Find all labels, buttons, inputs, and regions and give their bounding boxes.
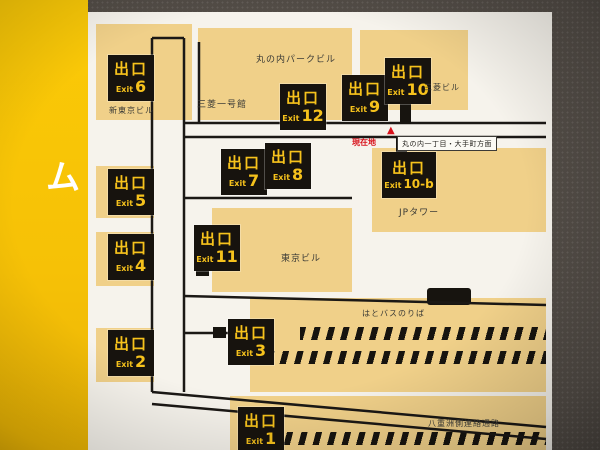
exit-en-label: Exit	[387, 87, 405, 97]
exit-jp-label: 出口	[233, 324, 268, 343]
building-hato-bus-area	[250, 298, 546, 392]
label-hato-bus-stop: はとバスのりば	[362, 309, 425, 318]
exit-en-label: Exit	[349, 104, 368, 114]
exit-jp-label: 出口	[347, 80, 382, 99]
exit-jp-label: 出口	[226, 154, 261, 173]
exit-en-label: Exit	[272, 172, 291, 182]
stairs-exit11	[196, 267, 209, 276]
exit-en-label: Exit	[115, 263, 134, 273]
exit-en-label: Exit	[115, 359, 134, 369]
hatch-row-2	[254, 351, 546, 364]
direction-sign: 丸の内一丁目・大手町方面	[397, 136, 497, 151]
exit-number: 1	[265, 428, 277, 448]
bus-icon	[427, 288, 471, 305]
exit-en-label: Exit	[196, 254, 214, 264]
building-marunouchi-park	[198, 28, 352, 120]
sign-yellow-frame	[0, 0, 88, 450]
exit-jp-label: 出口	[199, 230, 234, 249]
label-mitsubishi-building: 三菱ビル	[424, 83, 460, 92]
stairs-exit3	[213, 327, 226, 338]
exit-en-label: Exit	[282, 113, 300, 123]
hatch-row-3	[258, 432, 546, 445]
label-yaesu-passage: 八重洲側連絡通路	[428, 419, 500, 428]
exit-jp-label: 出口	[390, 63, 425, 82]
current-location-marker-icon: ▲	[387, 125, 395, 136]
exit-en-label: Exit	[245, 436, 264, 446]
exit-number: 3	[255, 340, 267, 360]
exit-number: 10	[406, 79, 429, 99]
exit-en-label: Exit	[115, 198, 134, 208]
exit-number: 7	[248, 170, 260, 190]
exit-number: 8	[292, 164, 304, 184]
exit-number: 2	[135, 351, 147, 371]
exit-jp-label: 出口	[391, 159, 426, 178]
exit-number: 10-b	[403, 176, 434, 191]
exit-number: 4	[135, 255, 147, 275]
exit-jp-label: 出口	[243, 412, 278, 431]
exit-number: 12	[301, 105, 324, 125]
label-tokyo-building: 東京ビル	[281, 254, 322, 264]
stairs-exit10	[400, 101, 411, 124]
exit-jp-label: 出口	[113, 335, 148, 354]
exit-en-label: Exit	[228, 178, 247, 188]
exit-number: 5	[135, 190, 147, 210]
exit-jp-label: 出口	[285, 89, 320, 108]
current-location-label: 現在地	[352, 138, 376, 147]
exit-jp-label: 出口	[270, 148, 305, 167]
exit-number: 11	[215, 246, 238, 266]
exit-en-label: Exit	[235, 348, 254, 358]
label-jp-tower: JPタワー	[399, 208, 440, 218]
label-mitsubishi-ichigokan: 三菱一号館	[197, 100, 248, 110]
exit-jp-label: 出口	[113, 239, 148, 258]
exit-en-label: Exit	[384, 180, 402, 190]
exit-jp-label: 出口	[113, 174, 148, 193]
label-shin-tokyo-building: 新東京ビル	[109, 106, 154, 115]
hatch-row-1	[300, 327, 546, 340]
exit-number: 9	[369, 96, 381, 116]
exit-number: 6	[135, 76, 147, 96]
frame-side-text: ム	[46, 158, 80, 198]
exit-en-label: Exit	[115, 84, 134, 94]
exit-jp-label: 出口	[113, 60, 148, 79]
label-marunouchi-park-building: 丸の内パークビル	[256, 55, 337, 65]
